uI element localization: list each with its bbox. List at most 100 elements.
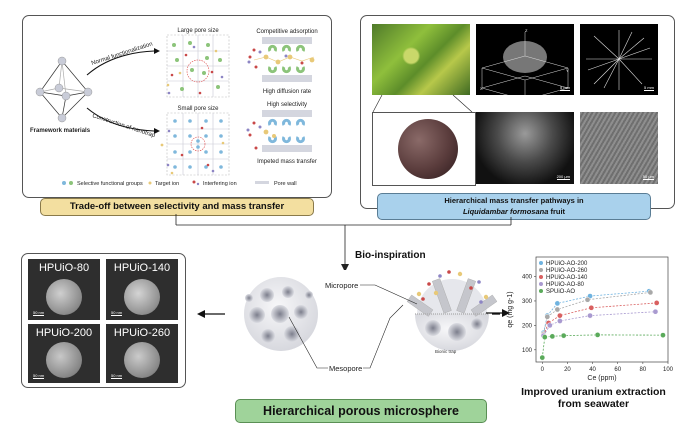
bio-inspiration-label: Bio-inspiration bbox=[355, 250, 426, 261]
impeded-label: Impeted mass transfer bbox=[257, 159, 317, 165]
microsphere-caption: Hierarchical porous microsphere bbox=[235, 399, 487, 423]
sem-image-hpuio-200: HPUiO-200 50 nm bbox=[28, 324, 100, 383]
legend-marker bbox=[539, 289, 543, 293]
data-point bbox=[557, 318, 563, 324]
sem-fiber-surface-image: 50 μm bbox=[580, 112, 658, 184]
y-axis-label: qe (mg g-1) bbox=[507, 291, 514, 327]
chart-caption-line2: from seawater bbox=[557, 398, 630, 410]
arrow-construction-nanotrap bbox=[86, 107, 155, 132]
large-pore-title: Large pore size bbox=[177, 28, 219, 34]
x-tick-label: 80 bbox=[640, 367, 647, 373]
scale-bar: 50 μm bbox=[642, 174, 654, 180]
legend-label: HPUiO-AO-80 bbox=[546, 282, 585, 288]
competitive-title: Competitive adsorption bbox=[256, 29, 317, 35]
data-point bbox=[560, 332, 567, 339]
liquidambar-tree-photo bbox=[372, 24, 470, 95]
sample-label: HPUiO-80 bbox=[38, 262, 90, 274]
sem-image-hpuio-140: HPUiO-140 50 nm bbox=[106, 259, 178, 320]
series-fit-line bbox=[543, 311, 656, 336]
svg-text:Mesopore: Mesopore bbox=[329, 364, 362, 373]
data-point bbox=[557, 312, 563, 319]
scale-bar: 50 nm bbox=[111, 373, 123, 379]
high-selectivity-title: High selectivity bbox=[267, 102, 307, 108]
scale-bar: 5 mm bbox=[644, 85, 654, 91]
svg-text:Target ion: Target ion bbox=[155, 181, 179, 187]
x-tick-label: 0 bbox=[541, 367, 545, 373]
scale-bar: 200 μm bbox=[556, 174, 570, 180]
sample-label: HPUiO-200 bbox=[35, 327, 93, 339]
data-point bbox=[587, 312, 593, 319]
pore-wall-top bbox=[262, 37, 312, 44]
liquidambar-caption: Hierarchical mass transfer pathways in L… bbox=[377, 193, 651, 220]
microsphere-illustration: Bionic trap Micropore Mesopore bbox=[197, 270, 500, 373]
legend-marker bbox=[539, 275, 543, 279]
data-point bbox=[647, 289, 654, 296]
svg-text:Selective functional groups: Selective functional groups bbox=[77, 181, 143, 187]
scale-bar: 50 nm bbox=[111, 310, 123, 316]
caption-line1: Hierarchical mass transfer pathways in bbox=[444, 196, 584, 205]
porous-sphere-icon bbox=[244, 277, 318, 351]
legend-label: HPUiO-AO-140 bbox=[546, 275, 588, 281]
bionic-trap-sphere-icon: Bionic trap bbox=[406, 270, 498, 354]
legend-marker bbox=[539, 261, 543, 265]
data-point bbox=[544, 313, 551, 320]
legend-marker bbox=[539, 268, 543, 272]
small-pore-grid bbox=[160, 112, 230, 176]
high-diffusion-label: High diffusion rate bbox=[263, 89, 312, 95]
svg-text:Micropore: Micropore bbox=[325, 281, 358, 290]
y-tick-label: 200 bbox=[522, 323, 533, 329]
y-tick-label: 300 bbox=[522, 299, 533, 305]
legend-marker bbox=[539, 282, 543, 286]
data-point bbox=[554, 300, 561, 307]
large-pore-grid bbox=[166, 34, 230, 98]
legend-label: HPUiO-AO-260 bbox=[546, 268, 588, 274]
series-fit-line bbox=[543, 290, 650, 333]
tradeoff-caption: Trade-off between selectivity and mass t… bbox=[40, 198, 314, 216]
data-point bbox=[554, 306, 561, 313]
data-point bbox=[541, 334, 548, 340]
small-pore-title: Small pore size bbox=[177, 106, 219, 112]
arrow-left-icon bbox=[197, 310, 205, 318]
data-point bbox=[652, 308, 659, 315]
framework-octahedron-icon bbox=[39, 60, 89, 119]
sem-image-hpuio-260: HPUiO-260 50 nm bbox=[106, 324, 178, 383]
x-tick-label: 20 bbox=[564, 367, 571, 373]
ct-skeleton-image: 5 mm bbox=[580, 24, 658, 95]
plot-frame bbox=[535, 256, 669, 363]
series-fit-line bbox=[541, 334, 663, 358]
legend-tradeoff: Selective functional groups Target ion I… bbox=[62, 180, 297, 187]
framework-label: Framework materials bbox=[30, 128, 91, 134]
fruit-closeup-photo bbox=[372, 112, 476, 186]
svg-text:Normal functionalization: Normal functionalization bbox=[91, 41, 154, 66]
data-point bbox=[546, 322, 553, 329]
scale-bar: 50 nm bbox=[33, 310, 45, 316]
arrow-right-icon bbox=[486, 309, 510, 317]
svg-text:Interfering ion: Interfering ion bbox=[203, 181, 237, 187]
data-point bbox=[653, 300, 660, 306]
legend-label: HPUiO-AO-200 bbox=[546, 261, 588, 267]
sample-label: HPUiO-260 bbox=[113, 327, 171, 339]
chart-caption: Improved uranium extraction from seawate… bbox=[500, 386, 687, 410]
scale-bar: 50 nm bbox=[33, 373, 45, 379]
y-tick-label: 400 bbox=[522, 275, 533, 281]
ct-3d-scan-image: Z X Y 5 mm bbox=[476, 24, 574, 95]
data-point bbox=[549, 333, 556, 340]
svg-text:X: X bbox=[480, 86, 483, 91]
scale-bar: 5 mm bbox=[560, 85, 570, 91]
data-point bbox=[588, 304, 595, 311]
sem-fruit-channel-image: 200 μm bbox=[476, 112, 574, 184]
pore-wall-bottom bbox=[262, 75, 312, 82]
data-point bbox=[584, 296, 591, 303]
data-point bbox=[539, 354, 546, 361]
tradeoff-diagram: Framework materials Normal functionaliza… bbox=[30, 28, 318, 187]
svg-text:Z: Z bbox=[525, 28, 528, 33]
x-tick-label: 100 bbox=[663, 367, 674, 373]
svg-text:Construction of nanotrap: Construction of nanotrap bbox=[91, 113, 156, 139]
arrow-normal-functionalization bbox=[86, 50, 155, 76]
x-axis-label: Ce (ppm) bbox=[587, 375, 616, 382]
x-tick-label: 40 bbox=[589, 367, 596, 373]
data-point bbox=[594, 332, 601, 338]
legend-label: SPUiO-AO bbox=[546, 289, 575, 295]
svg-text:Bionic trap: Bionic trap bbox=[435, 349, 457, 354]
